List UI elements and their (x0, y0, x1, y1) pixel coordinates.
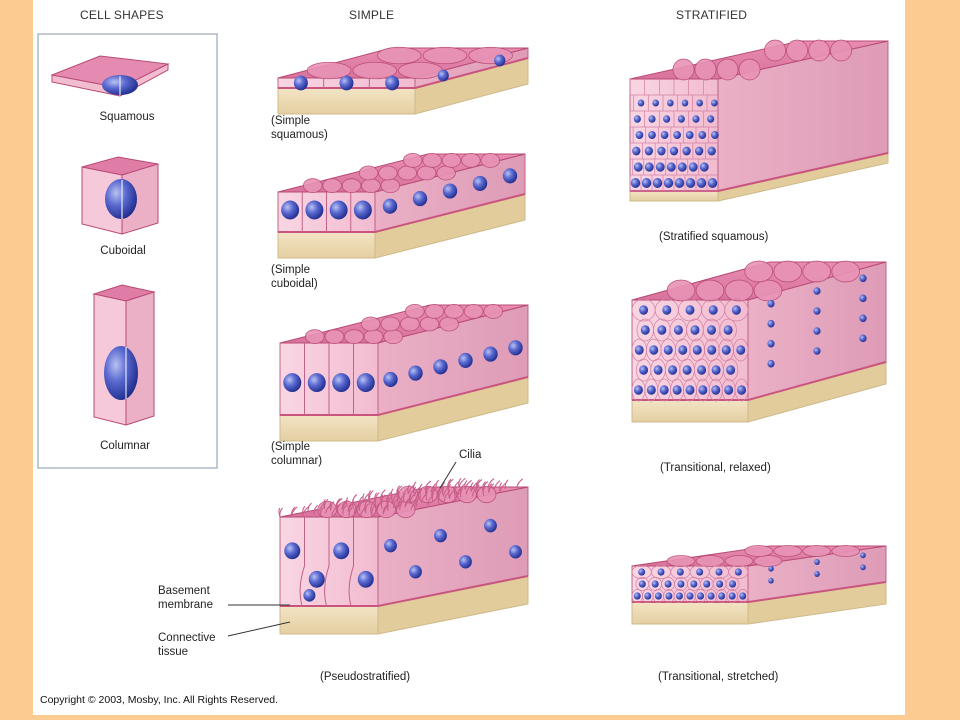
header-cell-shapes: CELL SHAPES (80, 8, 164, 22)
columnar-cell-drawing (92, 284, 156, 426)
block-pseudostratified (278, 477, 529, 635)
label-basement-2: membrane (158, 599, 213, 611)
label-squamous: Squamous (99, 111, 155, 123)
label-stratified-squamous: (Stratified squamous) (659, 231, 769, 243)
header-stratified: STRATIFIED (676, 8, 748, 22)
label-connective-1: Connective (158, 632, 216, 644)
label-simple-cuboidal-2: cuboidal) (271, 278, 318, 290)
label-simple-squamous-2: squamous) (271, 129, 328, 141)
label-connective-2: tissue (158, 646, 189, 658)
header-simple: SIMPLE (349, 8, 395, 22)
squamous-cell-drawing (50, 55, 170, 97)
label-simple-columnar-1: (Simple (271, 441, 310, 453)
block-simple-squamous (277, 46, 529, 115)
block-simple-cuboidal (277, 152, 526, 259)
label-transitional-stretched: (Transitional, stretched) (658, 671, 779, 683)
label-basement-1: Basement (158, 585, 210, 597)
label-pseudostratified: (Pseudostratified) (320, 671, 411, 683)
block-stratified-squamous (629, 39, 889, 202)
label-simple-cuboidal-1: (Simple (271, 264, 310, 276)
label-simple-squamous-1: (Simple (271, 115, 310, 127)
block-transitional-relaxed (631, 260, 887, 423)
label-simple-columnar-2: columnar) (271, 455, 323, 467)
cilia-leader-line (439, 461, 457, 489)
connective-leader-line (227, 621, 291, 637)
label-cuboidal: Cuboidal (100, 245, 146, 257)
block-transitional-stretched (631, 545, 887, 625)
label-transitional-relaxed: (Transitional, relaxed) (660, 462, 771, 474)
label-columnar: Columnar (100, 440, 150, 452)
label-cilia: Cilia (459, 449, 482, 461)
cuboidal-cell-drawing (81, 156, 159, 235)
cell-shapes-box (37, 33, 218, 469)
block-simple-columnar (279, 303, 529, 442)
copyright-notice: Copyright © 2003, Mosby, Inc. All Rights… (40, 694, 279, 706)
